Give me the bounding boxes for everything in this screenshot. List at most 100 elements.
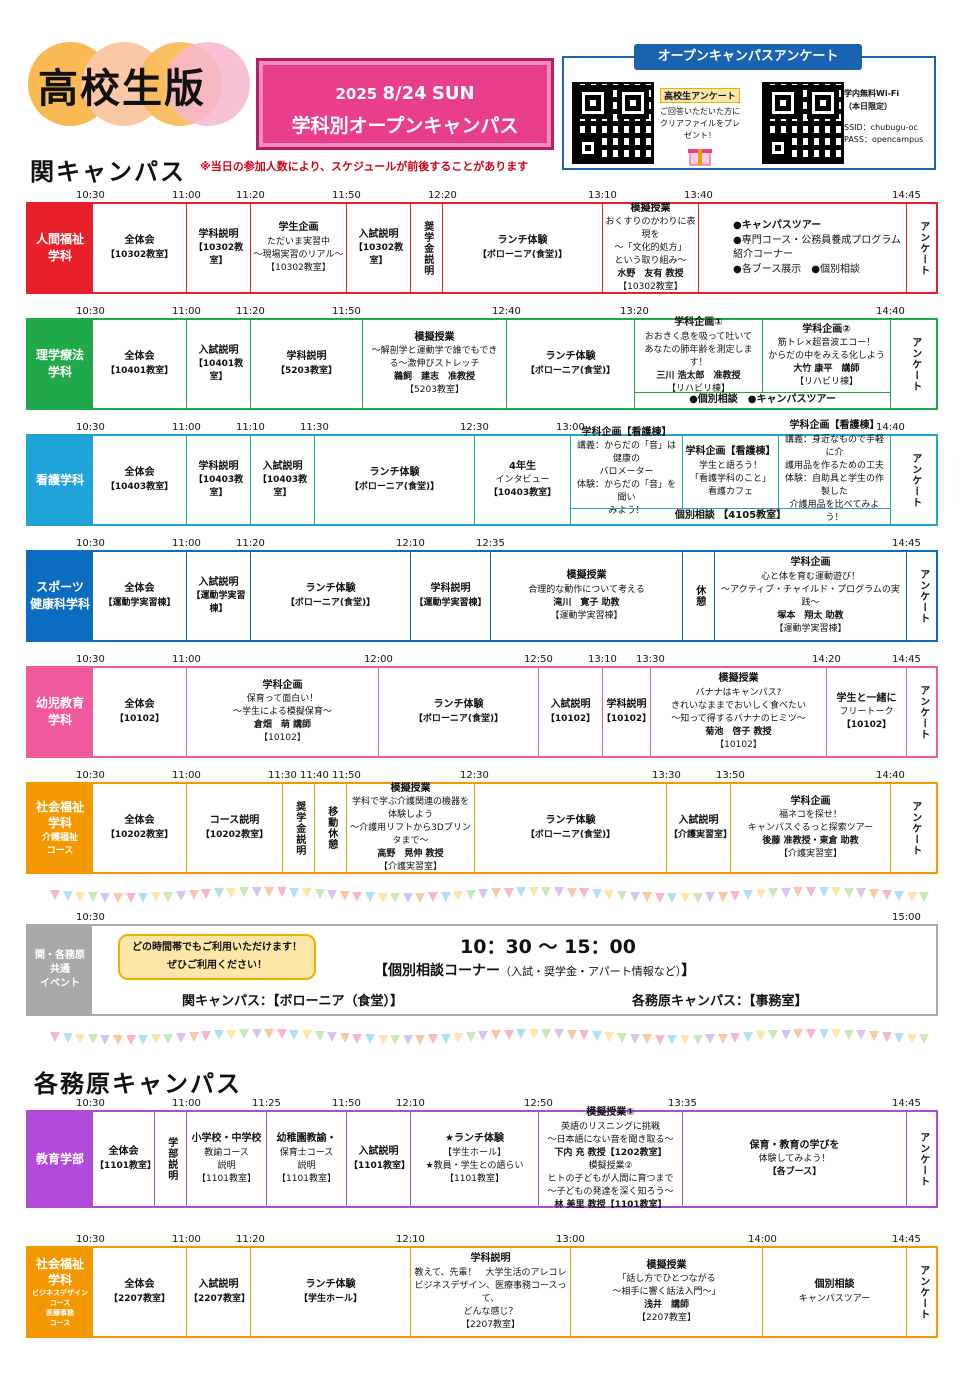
time-tick: 12:20 xyxy=(428,190,457,201)
bunting-flag xyxy=(276,1029,287,1040)
info-bubble: どの時間帯でもご利用いただけます！ ぜひご利用ください！ xyxy=(118,934,316,980)
session-cell: 入試説明【1101教室】 xyxy=(346,1112,410,1206)
common-end: 15:00 xyxy=(892,912,921,923)
bunting-bottom xyxy=(50,1029,930,1045)
session-cell: 4年生インタビュー【10403教室】 xyxy=(474,436,570,524)
bunting-flag xyxy=(62,1032,73,1043)
bunting-flag xyxy=(516,1029,527,1040)
kaka-location: 各務原キャンパス：【事務室】 xyxy=(632,994,808,1009)
bunting-flag xyxy=(176,1032,186,1043)
bunting-flag xyxy=(843,887,854,898)
bunting-flag xyxy=(642,892,653,903)
bunting-flag xyxy=(138,892,149,903)
qr-code-wifi[interactable] xyxy=(762,82,844,164)
dept-label: 社会福祉学科ビジネスデザインコース医療事務コース xyxy=(28,1248,92,1336)
bunting-flag xyxy=(428,1034,438,1045)
kakamigahara-campus-title: 各務原キャンパス xyxy=(34,1070,242,1098)
session-cell: 学科企画【看護棟】学生と語ろう！「看護学科のこと」看護カフェ xyxy=(682,436,778,508)
bunting-flag xyxy=(528,887,539,898)
bunting-flag xyxy=(717,1033,728,1044)
time-tick: 10:30 xyxy=(76,190,105,201)
time-tick: 11:25 xyxy=(252,1098,281,1109)
time-tick: 13:35 xyxy=(668,1098,697,1109)
session-cell: 学生と一緒にフリートーク【10102】 xyxy=(826,668,906,756)
qr-code-icon[interactable] xyxy=(572,82,654,164)
session-cell: 模擬授業～解剖学と運動学で誰でもできる～激伸びストレッチ鵜飼 建志 准教授【52… xyxy=(362,320,506,408)
bunting-flag xyxy=(629,1033,640,1044)
bunting-flag xyxy=(478,1031,489,1042)
bunting-flag xyxy=(62,890,73,901)
session-cell: 全体会【2207教室】 xyxy=(92,1248,186,1336)
session-cell: 全体会【10202教室】 xyxy=(92,784,186,872)
session-cell: アンケート xyxy=(906,552,938,640)
time-tick: 14:00 xyxy=(748,1234,777,1245)
session-cell: 全体会【10102】 xyxy=(92,668,186,756)
bunting-flag xyxy=(352,891,363,902)
event-banner: 2025 8/24 SUN 学科別オープンキャンパス xyxy=(256,58,554,150)
bunting-flag xyxy=(869,889,879,900)
bunting-flag xyxy=(415,1034,426,1045)
year: 2025 xyxy=(335,85,378,103)
bunting-flag xyxy=(125,892,136,903)
bunting-flag xyxy=(453,1032,464,1043)
bunting-top xyxy=(50,887,930,903)
bunting-flag xyxy=(680,892,690,903)
bunting-flag xyxy=(289,1029,300,1040)
bunting-flag xyxy=(365,892,375,903)
bunting-flag xyxy=(881,889,892,900)
session-cell: 入試説明【10102】 xyxy=(538,668,602,756)
session-cell: アンケート xyxy=(906,204,938,292)
bunting-flag xyxy=(226,887,237,898)
time-tick: 10:30 xyxy=(76,770,105,781)
session-cell: 学科企画福ネコを探せ！キャンパスぐるっと探索ツアー後藤 准教授・東倉 助教【介護… xyxy=(730,784,890,872)
bunting-flag xyxy=(352,1033,363,1044)
session-cell: 学科企画【看護棟】講義：からだの「音」は健康のバロメーター体験：からだの「音」を… xyxy=(570,427,682,516)
time-tick: 13:10 xyxy=(588,654,617,665)
session-cell: 全体会【1101教室】 xyxy=(92,1112,156,1206)
bunting-flag xyxy=(541,1029,552,1040)
bunting-flag xyxy=(302,1030,312,1041)
bunting-flag xyxy=(566,1029,577,1040)
bunting-flag xyxy=(50,890,60,900)
time-tick: 11:50 xyxy=(332,306,361,317)
bunting-flag xyxy=(213,888,224,899)
bunting-flag xyxy=(138,1034,149,1045)
session-cell: 模擬授業バナナはキャンパス?きれいなままでおいしく食べたい～知って得するバナナの… xyxy=(650,668,826,756)
common-time: 10：30 ～ 15：00 xyxy=(460,936,636,958)
bunting-flag xyxy=(314,1031,325,1042)
time-tick: 13:40 xyxy=(684,190,713,201)
bunting-flag xyxy=(163,1033,174,1044)
session-cell: アンケート xyxy=(890,320,938,408)
session-cell: ランチ体験【ボローニア(食堂)】 xyxy=(250,552,410,640)
session-cell: 全体会【10403教室】 xyxy=(92,436,186,524)
bunting-flag xyxy=(780,1029,791,1040)
bunting-flag xyxy=(768,888,779,899)
time-tick: 12:35 xyxy=(476,538,505,549)
bunting-flag xyxy=(50,1032,60,1042)
bunting-flag xyxy=(201,889,212,900)
session-cell: コース説明【10202教室】 xyxy=(186,784,282,872)
session-cell: 休憩 xyxy=(682,552,714,640)
bunting-flag xyxy=(75,891,86,902)
bunting-flag xyxy=(188,890,199,900)
row-education: 教育学部全体会【1101教室】学部説明小学校・中学校教諭コース説明【1101教室… xyxy=(26,1107,938,1210)
qr1-caption: 高校生アンケート xyxy=(660,88,740,103)
time-tick: 12:50 xyxy=(524,1098,553,1109)
row-early-childhood: 幼児教育学科全体会【10102】学科企画保育って面白い！～学生による模擬保育～倉… xyxy=(26,666,938,758)
date: 8/24 xyxy=(382,83,427,104)
bunting-flag xyxy=(302,888,312,899)
bunting-flag xyxy=(591,1031,602,1042)
time-tick: 12:00 xyxy=(364,654,393,665)
bunting-flag xyxy=(906,1033,917,1044)
bunting-flag xyxy=(125,1034,136,1045)
bunting-flag xyxy=(176,890,186,901)
survey-title: オープンキャンパスアンケート xyxy=(634,44,862,70)
bunting-flag xyxy=(503,1029,514,1040)
bunting-flag xyxy=(579,1030,590,1041)
seki-campus-title: 関キャンパス xyxy=(30,158,186,186)
time-tick: 14:40 xyxy=(876,422,905,433)
bunting-flag xyxy=(617,890,627,901)
wifi-pass: PASS：opencampus xyxy=(844,135,924,145)
